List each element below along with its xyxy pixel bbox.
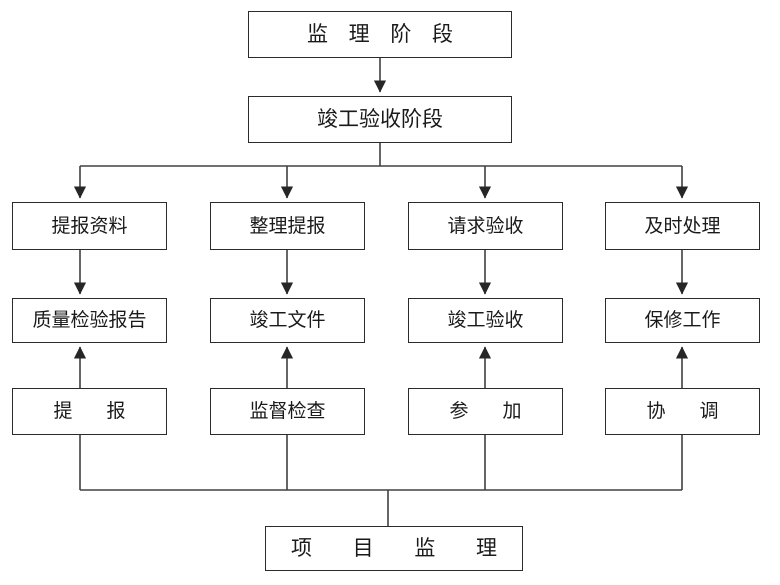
- node-col2-row2[interactable]: 整理提报: [210, 202, 365, 250]
- node-col2-row3[interactable]: 竣工文件: [210, 298, 365, 343]
- node-col1-row4[interactable]: 提 报: [12, 388, 167, 435]
- node-col4-row4-label: 协 调: [646, 400, 733, 422]
- node-col1-row2[interactable]: 提报资料: [12, 202, 167, 250]
- node-col3-row2-label: 请求验收: [447, 214, 524, 237]
- node-completion-acceptance-stage[interactable]: 竣工验收阶段: [248, 96, 512, 143]
- node-col4-row2-label: 及时处理: [644, 214, 721, 237]
- node-project-supervision-label: 项 目 监 理: [290, 536, 515, 560]
- node-col3-row3[interactable]: 竣工验收: [408, 298, 563, 343]
- node-col2-row4-label: 监督检查: [249, 400, 326, 422]
- node-col3-row4[interactable]: 参 加: [408, 388, 563, 435]
- node-col1-row3-label: 质量检验报告: [32, 309, 147, 331]
- node-col3-row2[interactable]: 请求验收: [408, 202, 563, 250]
- node-supervision-stage-label: 监 理 阶 段: [306, 22, 461, 46]
- node-col2-row4[interactable]: 监督检查: [210, 388, 365, 435]
- node-col4-row3[interactable]: 保修工作: [605, 298, 760, 343]
- node-col1-row4-label: 提 报: [53, 400, 140, 422]
- node-completion-acceptance-stage-label: 竣工验收阶段: [317, 107, 443, 131]
- node-supervision-stage[interactable]: 监 理 阶 段: [248, 11, 512, 58]
- node-col4-row4[interactable]: 协 调: [605, 388, 760, 435]
- node-col4-row2[interactable]: 及时处理: [605, 202, 760, 250]
- node-col2-row2-label: 整理提报: [249, 214, 326, 237]
- node-col4-row3-label: 保修工作: [644, 309, 721, 331]
- node-col2-row3-label: 竣工文件: [249, 309, 326, 331]
- node-col1-row2-label: 提报资料: [51, 214, 128, 237]
- node-col3-row3-label: 竣工验收: [447, 309, 524, 331]
- node-project-supervision[interactable]: 项 目 监 理: [265, 526, 523, 571]
- node-col1-row3[interactable]: 质量检验报告: [12, 298, 167, 343]
- node-col3-row4-label: 参 加: [449, 400, 536, 422]
